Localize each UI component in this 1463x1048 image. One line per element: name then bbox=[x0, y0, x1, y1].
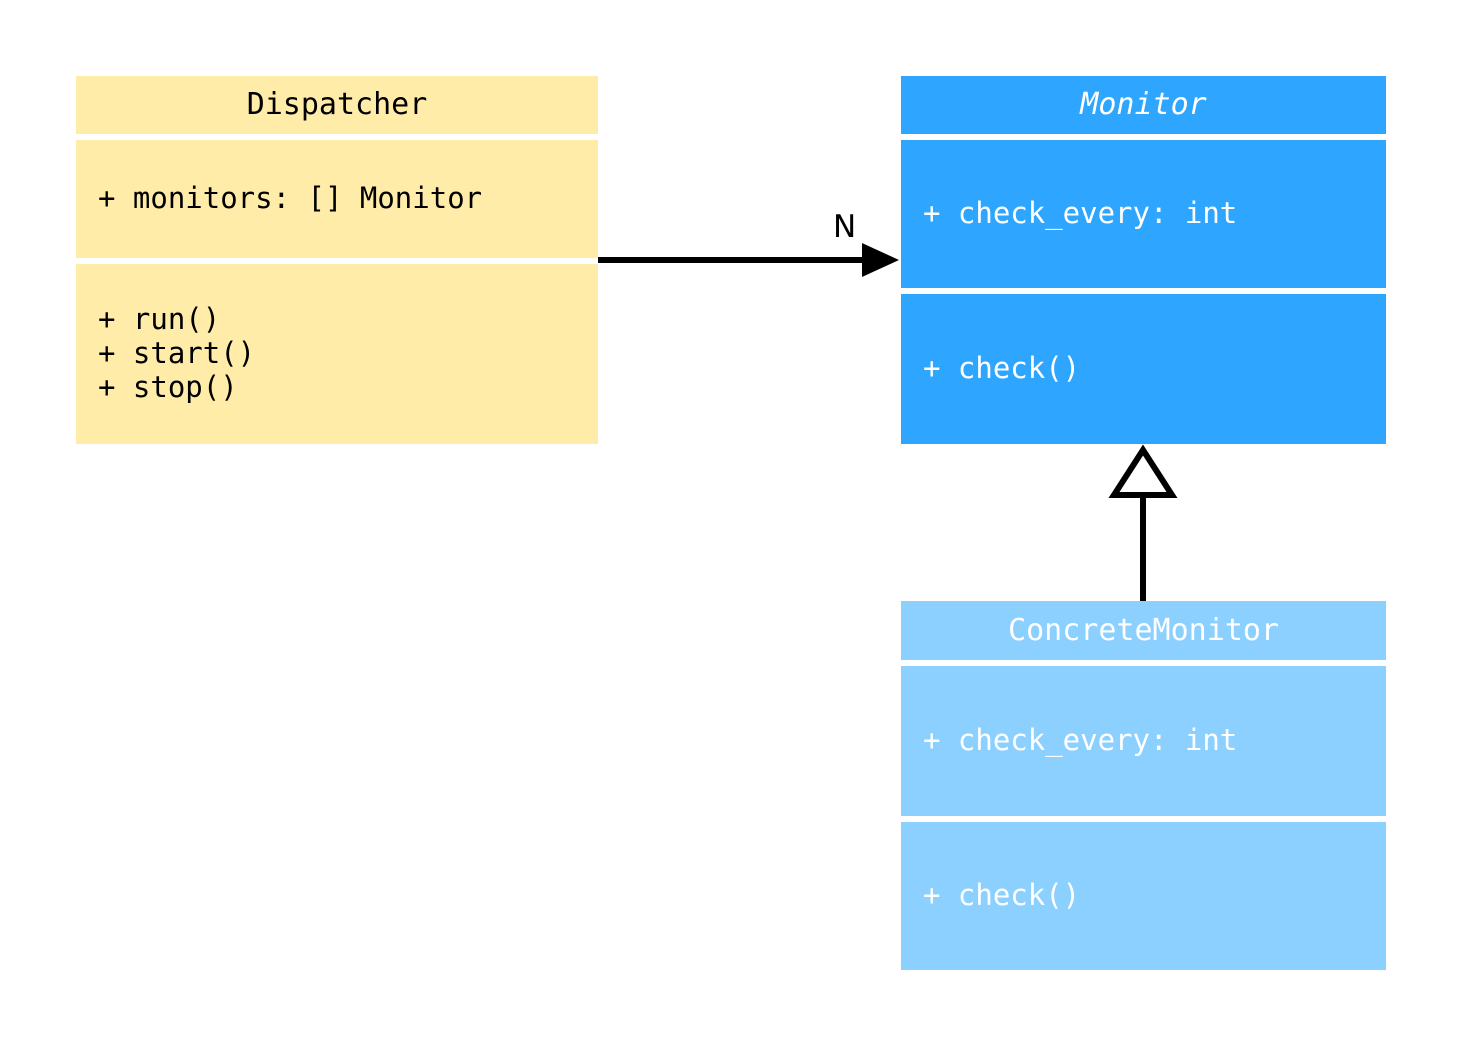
compartment-divider bbox=[76, 258, 598, 264]
compartment-divider bbox=[901, 134, 1386, 140]
generalization-concrete-monitor-monitor bbox=[1108, 444, 1178, 601]
class-methods-compartment-concrete-monitor: + check() bbox=[901, 822, 1386, 970]
hollow-triangle-arrowhead-icon bbox=[1108, 444, 1178, 498]
class-attribute: + check_every: int bbox=[923, 723, 1238, 758]
class-title-compartment-dispatcher: Dispatcher bbox=[76, 76, 598, 134]
uml-class-concrete-monitor[interactable]: ConcreteMonitor + check_every: int + che… bbox=[901, 601, 1386, 970]
class-attribute: + monitors: [] Monitor bbox=[98, 181, 483, 216]
class-method: + check() bbox=[923, 351, 1081, 386]
class-attributes-compartment-dispatcher: + monitors: [] Monitor bbox=[76, 140, 598, 258]
compartment-divider bbox=[901, 288, 1386, 294]
class-name-monitor: Monitor bbox=[1080, 87, 1207, 123]
association-dispatcher-monitor bbox=[598, 243, 899, 277]
class-attributes-compartment-monitor: + check_every: int bbox=[901, 140, 1386, 288]
class-method: + check() bbox=[923, 878, 1081, 913]
compartment-divider bbox=[901, 816, 1386, 822]
compartment-divider bbox=[76, 134, 598, 140]
class-name-dispatcher: Dispatcher bbox=[246, 87, 428, 123]
class-attribute: + check_every: int bbox=[923, 196, 1238, 231]
class-title-compartment-monitor: Monitor bbox=[901, 76, 1386, 134]
class-name-concrete-monitor: ConcreteMonitor bbox=[1008, 612, 1279, 648]
class-method: + start() bbox=[98, 336, 256, 371]
class-attributes-compartment-concrete-monitor: + check_every: int bbox=[901, 666, 1386, 816]
solid-arrowhead-icon bbox=[862, 243, 899, 277]
class-methods-compartment-dispatcher: + run() + start() + stop() bbox=[76, 264, 598, 444]
uml-class-dispatcher[interactable]: Dispatcher + monitors: [] Monitor + run(… bbox=[76, 76, 598, 444]
class-title-compartment-concrete-monitor: ConcreteMonitor bbox=[901, 601, 1386, 660]
class-method: + stop() bbox=[98, 369, 238, 404]
class-methods-compartment-monitor: + check() bbox=[901, 294, 1386, 444]
association-multiplicity-label: N bbox=[833, 209, 857, 245]
uml-class-monitor[interactable]: Monitor + check_every: int + check() bbox=[901, 76, 1386, 444]
compartment-divider bbox=[901, 660, 1386, 666]
class-method: + run() bbox=[98, 302, 221, 337]
